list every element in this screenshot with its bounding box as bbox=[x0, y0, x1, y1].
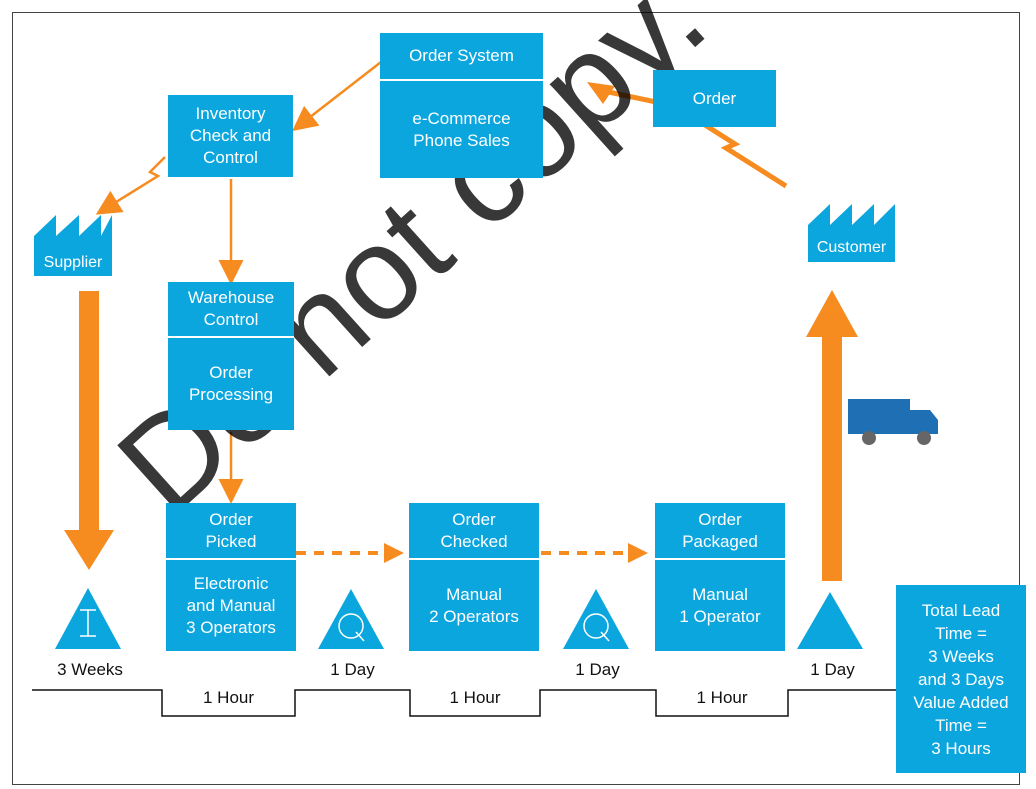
supplier-arrowhead bbox=[64, 530, 114, 570]
checked-body: Manual 2 Operators bbox=[409, 558, 539, 651]
warehouse-line-4: Processing bbox=[188, 385, 274, 404]
warehouse-body: Order Processing bbox=[168, 336, 294, 430]
queue-glyph-1 bbox=[338, 613, 364, 639]
wait-time-2: 1 Day bbox=[330, 660, 375, 679]
packaged-header: Order Packaged bbox=[655, 503, 785, 558]
picked-line-3: Electronic bbox=[193, 573, 269, 593]
supplier-shaft bbox=[79, 291, 99, 531]
order-system-box: Order System e-Commerce Phone Sales bbox=[380, 33, 543, 178]
checked-line-4: 2 Operators bbox=[429, 606, 519, 626]
totals-line-1: Total Lead bbox=[921, 600, 1001, 620]
checked-line-3: Manual bbox=[446, 584, 502, 604]
warehouse-line-2: Control bbox=[203, 310, 259, 329]
push-arrowhead-2 bbox=[628, 543, 648, 563]
order-picked-box: Order Picked Electronic and Manual 3 Ope… bbox=[166, 503, 296, 651]
totals-line-2: Time = bbox=[935, 623, 987, 643]
push-arrowhead-1 bbox=[384, 543, 404, 563]
wait-time-3: 1 Day bbox=[575, 660, 620, 679]
order-packaged-box: Order Packaged Manual 1 Operator bbox=[655, 503, 785, 651]
warehouse-line-1: Warehouse bbox=[187, 288, 275, 307]
process-time-2: 1 Hour bbox=[449, 688, 501, 707]
packaged-line-3: Manual bbox=[692, 584, 748, 604]
totals-box: Total Lead Time = 3 Weeks and 3 Days Val… bbox=[896, 585, 1026, 773]
arrowhead-order bbox=[587, 82, 615, 104]
order-checked-box: Order Checked Manual 2 Operators bbox=[409, 503, 539, 651]
order-label: Order bbox=[692, 88, 737, 108]
order-system-title: Order System bbox=[409, 46, 514, 65]
packaged-line-1: Order bbox=[698, 509, 742, 529]
warehouse-control-box: Warehouse Control Order Processing bbox=[168, 282, 294, 430]
totals-line-4: and 3 Days bbox=[918, 669, 1004, 689]
picked-line-5: 3 Operators bbox=[186, 617, 276, 637]
packaged-body: Manual 1 Operator bbox=[655, 558, 785, 651]
totals-line-3: 3 Weeks bbox=[928, 646, 994, 666]
totals-line-5: Value Added bbox=[913, 692, 1009, 712]
inventory-line-3: Control bbox=[203, 148, 258, 167]
queue-glyph-2-tail bbox=[600, 631, 610, 642]
diagram-frame bbox=[12, 12, 1020, 785]
arrow-inventory-to-supplier bbox=[95, 156, 166, 215]
customer-factory-icon bbox=[808, 204, 895, 262]
supplier-label: Supplier bbox=[43, 254, 103, 271]
queue-glyph-2 bbox=[583, 613, 609, 639]
queue-triangle-2-icon bbox=[563, 589, 629, 649]
picked-line-2: Picked bbox=[205, 531, 257, 551]
shipping-shaft bbox=[822, 336, 842, 581]
arrow-order-system-to-inventory bbox=[292, 61, 382, 132]
packaged-line-2: Packaged bbox=[682, 531, 758, 551]
process-time-1: 1 Hour bbox=[202, 688, 255, 707]
supplier-factory-icon bbox=[34, 215, 112, 276]
order-system-channels: e-Commerce Phone Sales bbox=[380, 79, 543, 178]
picked-body: Electronic and Manual 3 Operators bbox=[166, 558, 296, 651]
checked-line-2: Checked bbox=[440, 531, 508, 551]
truck-icon bbox=[848, 399, 938, 445]
customer-label: Customer bbox=[816, 239, 887, 256]
totals-line-6: Time = bbox=[935, 715, 987, 735]
wait-time-1: 3 Weeks bbox=[57, 660, 123, 679]
inventory-control-box: Inventory Check and Control bbox=[168, 95, 293, 177]
checked-header: Order Checked bbox=[409, 503, 539, 558]
picked-line-1: Order bbox=[209, 509, 253, 529]
packaged-line-4: 1 Operator bbox=[679, 606, 761, 626]
picked-line-4: and Manual bbox=[186, 595, 276, 615]
checked-line-1: Order bbox=[452, 509, 496, 529]
warehouse-header: Warehouse Control bbox=[168, 282, 294, 336]
queue-glyph-1-tail bbox=[355, 631, 365, 642]
totals-line-7: 3 Hours bbox=[931, 738, 991, 758]
order-box: Order bbox=[653, 70, 776, 127]
wait-time-4: 1 Day bbox=[810, 660, 855, 679]
timeline-line bbox=[32, 689, 1022, 717]
shipping-arrowhead bbox=[806, 290, 858, 337]
shipping-triangle-icon bbox=[797, 592, 863, 649]
picked-header: Order Picked bbox=[166, 503, 296, 558]
inventory-line-1: Inventory bbox=[195, 104, 266, 123]
order-system-line-2: Phone Sales bbox=[413, 130, 510, 150]
order-system-line-1: e-Commerce bbox=[412, 108, 511, 128]
inventory-line-2: Check and bbox=[189, 126, 272, 145]
queue-triangle-1-icon bbox=[318, 589, 384, 649]
process-time-3: 1 Hour bbox=[696, 688, 748, 707]
warehouse-line-3: Order bbox=[209, 363, 253, 382]
